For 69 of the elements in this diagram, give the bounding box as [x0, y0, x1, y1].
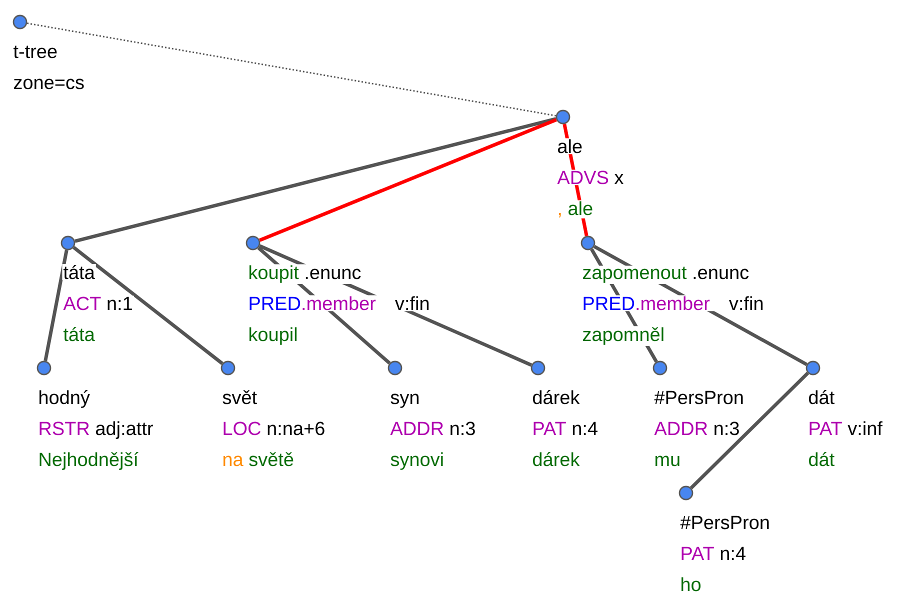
node-label: PRED: [250, 296, 300, 310]
node-label: hodný: [37, 389, 91, 409]
node-label: .enunc: [306, 268, 361, 280]
node-label: PAT n:4: [531, 420, 600, 436]
node-label: ,: [558, 212, 561, 218]
tree-node-dot: [806, 360, 820, 376]
node-label: koupit .enunc: [247, 264, 362, 284]
node-label: PAT v:inf: [807, 420, 884, 436]
node-label: x: [614, 174, 624, 184]
tree-edge: [44, 250, 68, 362]
node-label: ACT n:1: [62, 296, 134, 312]
node-label: ale: [568, 201, 592, 216]
node-label: .member: [636, 296, 710, 310]
node-label: koupit: [249, 265, 299, 283]
node-label: syn: [389, 392, 421, 409]
node-label: ADDR n:3: [389, 420, 477, 436]
node-label: t-tree: [12, 44, 59, 60]
node-label: ho: [679, 576, 702, 592]
node-label: .enunc: [694, 268, 749, 280]
tree-node-dot: [60, 236, 76, 250]
tree-edge: [690, 372, 810, 490]
node-label: ale: [556, 138, 584, 154]
tree-node-dot: [678, 486, 694, 500]
node-label: PAT n:4: [679, 546, 748, 561]
tree-node-dot: [36, 360, 52, 376]
node-label: dát: [807, 389, 836, 406]
node-label: táta: [62, 264, 96, 280]
node-label: v:fin: [729, 296, 763, 310]
node-label: PRED.member v:fin: [581, 295, 765, 312]
tree-node-dot: [12, 14, 28, 30]
node-label: zone=cs: [12, 78, 86, 90]
tree-node-dot: [220, 360, 236, 376]
node-label: PRED.member v:fin: [247, 295, 431, 312]
node-label: , ale: [556, 200, 594, 218]
tree-edge: [259, 118, 557, 242]
node-label: ACT: [63, 296, 101, 310]
tree-edge: [72, 246, 224, 365]
tree-edge: [26, 22, 556, 116]
node-label: dát: [807, 451, 836, 468]
node-label: svět: [221, 389, 258, 406]
tree-node-dot: [580, 236, 596, 250]
tree-node-dot: [388, 360, 402, 376]
node-label: mu: [653, 454, 682, 468]
node-label: synovi: [389, 451, 446, 471]
tree-node-dot: [246, 236, 260, 250]
node-label: zapomněl: [581, 326, 666, 346]
node-label: na světě: [221, 451, 296, 468]
node-label: RSTR adj:attr: [37, 420, 154, 440]
node-label: v:fin: [395, 296, 429, 310]
tree-edge: [74, 117, 556, 243]
node-label: táta: [62, 326, 96, 342]
node-label: LOC n:na+6: [221, 420, 326, 436]
node-label: ADVS x: [556, 170, 625, 186]
node-label: Nejhodnější: [37, 451, 140, 471]
tree-node-dot: [652, 360, 668, 376]
node-label: .member: [302, 296, 376, 310]
node-label: ADDR n:3: [653, 420, 741, 436]
node-label: ADVS: [557, 170, 608, 184]
node-label: n:1: [108, 296, 132, 310]
node-label: zapomenout: [582, 266, 687, 283]
tree-node-dot: [556, 110, 570, 124]
tree-node-dot: [530, 360, 546, 376]
node-label: #PersPron: [679, 514, 771, 530]
node-label: dárek: [531, 451, 581, 468]
node-label: dárek: [531, 389, 581, 406]
node-label: zapomenout .enunc: [581, 266, 750, 284]
node-label: koupil: [247, 326, 299, 346]
node-label: #PersPron: [653, 390, 745, 406]
node-label: PRED: [584, 296, 634, 310]
